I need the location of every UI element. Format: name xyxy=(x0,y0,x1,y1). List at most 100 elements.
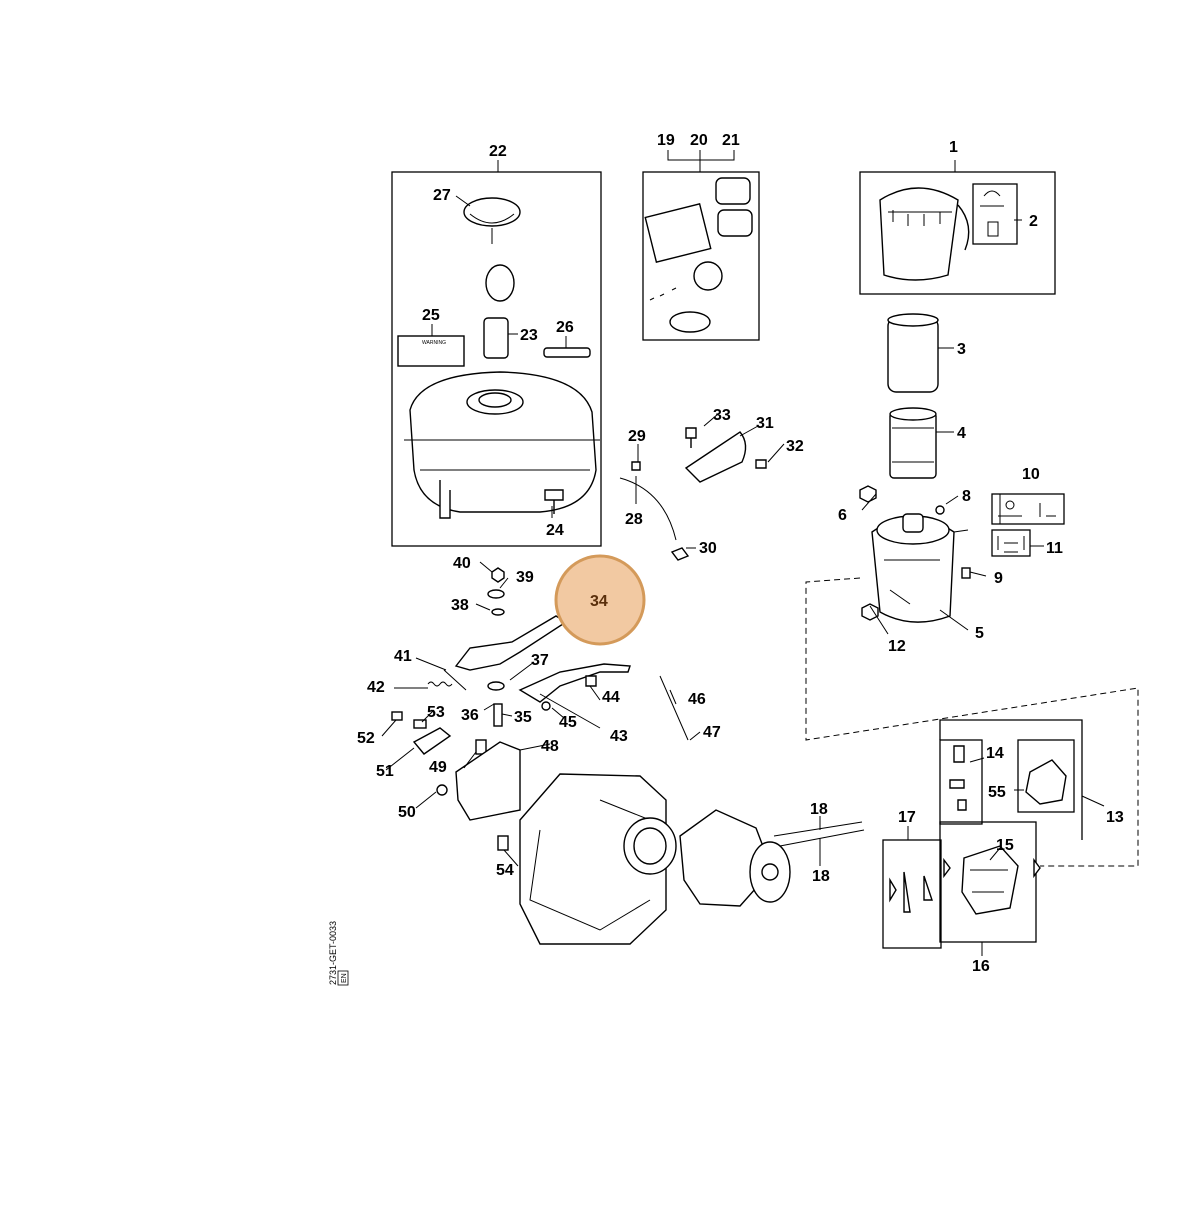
spring-53 xyxy=(413,719,427,729)
callout-2[interactable]: 2 xyxy=(1029,213,1038,230)
callout-27[interactable]: 27 xyxy=(433,187,451,204)
callout-35[interactable]: 35 xyxy=(514,709,532,726)
callout-9[interactable]: 9 xyxy=(994,570,1003,587)
washer-50 xyxy=(436,784,448,796)
callout-18-bottom[interactable]: 18 xyxy=(812,868,830,885)
bracket-51 xyxy=(412,727,452,755)
washer-37 xyxy=(487,681,505,691)
callout-37[interactable]: 37 xyxy=(531,652,549,669)
callout-21[interactable]: 21 xyxy=(722,132,740,149)
callout-16[interactable]: 16 xyxy=(972,958,990,975)
carburetor-frame xyxy=(939,821,1037,943)
callout-13[interactable]: 13 xyxy=(1106,809,1124,826)
callout-11[interactable]: 11 xyxy=(1046,540,1063,557)
callout-29[interactable]: 29 xyxy=(628,428,646,445)
callout-52[interactable]: 52 xyxy=(357,730,375,747)
part-9-nut xyxy=(961,567,971,579)
foam-filter-3 xyxy=(887,317,939,393)
decal-11-frame xyxy=(991,529,1031,557)
fuel-cock-24 xyxy=(544,489,564,514)
part-8-nut xyxy=(935,505,945,515)
gasket-kit-frame xyxy=(642,171,760,341)
part-6-bolt xyxy=(859,485,877,503)
bolt-54 xyxy=(497,835,509,851)
part-55-frame xyxy=(1017,739,1075,813)
governor-arm-34 xyxy=(454,615,568,671)
dashed-connector xyxy=(805,577,1139,867)
callout-44[interactable]: 44 xyxy=(602,689,620,706)
callout-41[interactable]: 41 xyxy=(394,648,412,665)
callout-20[interactable]: 20 xyxy=(690,132,708,149)
callout-51[interactable]: 51 xyxy=(376,763,394,780)
part-55 xyxy=(1025,759,1067,805)
callout-36[interactable]: 36 xyxy=(461,707,479,724)
washer-39 xyxy=(487,589,505,599)
callout-14[interactable]: 14 xyxy=(986,745,1004,762)
callout-55[interactable]: 55 xyxy=(988,784,1006,801)
bolt-32 xyxy=(755,459,767,469)
callout-3[interactable]: 3 xyxy=(957,341,966,358)
bolt-33 xyxy=(685,427,697,448)
callout-33[interactable]: 33 xyxy=(713,407,731,424)
washer-38 xyxy=(491,608,505,616)
callout-50[interactable]: 50 xyxy=(398,804,416,821)
plate-48 xyxy=(455,741,521,821)
clip-30 xyxy=(670,547,690,561)
bolt-44 xyxy=(585,675,597,687)
callout-1[interactable]: 1 xyxy=(949,139,958,156)
callout-12[interactable]: 12 xyxy=(888,638,906,655)
gasket-19 xyxy=(644,203,712,263)
part-14 xyxy=(949,745,967,811)
callout-6[interactable]: 6 xyxy=(838,507,847,524)
callout-23[interactable]: 23 xyxy=(520,327,538,344)
callout-10[interactable]: 10 xyxy=(1022,466,1040,483)
callout-31[interactable]: 31 xyxy=(756,415,774,432)
callout-46[interactable]: 46 xyxy=(688,691,706,708)
callout-18-top[interactable]: 18 xyxy=(810,801,828,818)
spring-42 xyxy=(427,681,453,687)
callout-28[interactable]: 28 xyxy=(625,511,643,528)
air-cleaner-cover xyxy=(879,187,959,281)
callout-4[interactable]: 4 xyxy=(957,425,966,442)
callout-26[interactable]: 26 xyxy=(556,319,574,336)
callout-32[interactable]: 32 xyxy=(786,438,804,455)
callout-17[interactable]: 17 xyxy=(898,809,916,826)
part-2-frame xyxy=(972,183,1018,245)
cap-strap xyxy=(485,264,515,302)
callout-22[interactable]: 22 xyxy=(489,143,507,160)
side-code-box-text: EN xyxy=(341,973,348,983)
callout-25[interactable]: 25 xyxy=(422,307,440,324)
part-14-frame xyxy=(939,739,983,825)
part-17-frame xyxy=(882,839,942,949)
callout-24[interactable]: 24 xyxy=(546,522,564,539)
shaft-35 xyxy=(493,703,503,727)
callout-30[interactable]: 30 xyxy=(699,540,717,557)
callout-19[interactable]: 19 xyxy=(657,132,675,149)
callout-39[interactable]: 39 xyxy=(516,569,534,586)
callout-53[interactable]: 53 xyxy=(427,704,445,721)
callout-40[interactable]: 40 xyxy=(453,555,471,572)
fuel-cap-27 xyxy=(463,197,521,227)
callout-38[interactable]: 38 xyxy=(451,597,469,614)
bolt-49 xyxy=(475,739,487,755)
callout-47[interactable]: 47 xyxy=(703,724,721,741)
bolt-52 xyxy=(391,711,403,721)
callout-54[interactable]: 54 xyxy=(496,862,514,879)
callout-5[interactable]: 5 xyxy=(975,625,984,642)
callout-49[interactable]: 49 xyxy=(429,759,447,776)
callout-34[interactable]: 34 xyxy=(590,593,608,610)
callout-45[interactable]: 45 xyxy=(559,714,577,731)
highlight-circle-34[interactable] xyxy=(554,554,646,646)
callout-48[interactable]: 48 xyxy=(541,738,559,755)
air-cleaner-cover-frame xyxy=(859,171,1056,295)
callout-42[interactable]: 42 xyxy=(367,679,385,696)
callout-43[interactable]: 43 xyxy=(610,728,628,745)
callout-8[interactable]: 8 xyxy=(962,488,971,505)
part-12-nut xyxy=(861,603,879,621)
studs-18 xyxy=(773,821,865,847)
gasket-21 xyxy=(717,209,753,237)
rod-46 xyxy=(659,675,689,741)
side-code-text: 2731-GET-0033 xyxy=(328,921,338,985)
callout-15[interactable]: 15 xyxy=(996,837,1014,854)
